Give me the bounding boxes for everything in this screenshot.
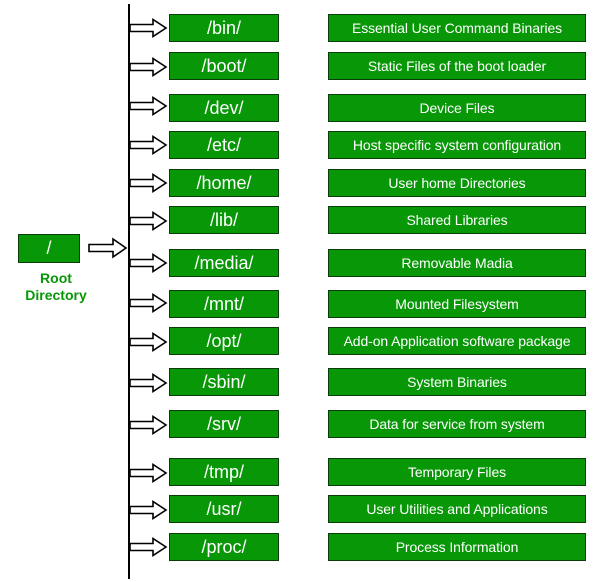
root-directory-path: / — [46, 238, 52, 258]
directory-description-lib: Shared Libraries — [406, 212, 508, 228]
arrow-icon-home — [130, 173, 168, 193]
root-directory-label: Root Directory — [14, 270, 98, 304]
directory-description-boot: Static Files of the boot loader — [367, 58, 547, 74]
directory-path-media: /media/ — [194, 252, 254, 273]
directory-description-media: Removable Madia — [401, 255, 513, 271]
directory-box-media: /media/ — [169, 249, 279, 277]
root-label-line1: Root — [40, 270, 72, 286]
directory-box-sbin: /sbin/ — [169, 368, 279, 396]
directory-path-proc: /proc/ — [201, 536, 247, 557]
description-box-etc: Host specific system configuration — [328, 131, 586, 159]
arrow-icon-proc — [130, 537, 168, 557]
description-box-mnt: Mounted Filesystem — [328, 290, 586, 318]
description-box-opt: Add-on Application software package — [328, 327, 586, 355]
directory-box-bin: /bin/ — [169, 14, 279, 42]
directory-path-home: /home/ — [196, 172, 252, 193]
directory-path-boot: /boot/ — [201, 55, 247, 76]
root-label-line2: Directory — [25, 287, 87, 303]
directory-description-sbin: System Binaries — [407, 374, 507, 390]
description-box-sbin: System Binaries — [328, 368, 586, 396]
directory-path-dev: /dev/ — [204, 97, 244, 118]
description-box-bin: Essential User Command Binaries — [328, 14, 586, 42]
description-box-srv: Data for service from system — [328, 410, 586, 438]
directory-path-usr: /usr/ — [206, 498, 242, 519]
hierarchy-trunk-line — [128, 4, 130, 579]
directory-box-etc: /etc/ — [169, 131, 279, 159]
root-directory-box: / — [18, 234, 80, 263]
directory-path-bin: /bin/ — [206, 17, 242, 38]
root-connector-arrow-icon — [88, 237, 128, 259]
directory-path-lib: /lib/ — [209, 209, 238, 230]
directory-description-usr: User Utilities and Applications — [366, 501, 548, 517]
description-box-media: Removable Madia — [328, 249, 586, 277]
directory-box-opt: /opt/ — [169, 327, 279, 355]
directory-description-bin: Essential User Command Binaries — [351, 20, 563, 36]
description-box-boot: Static Files of the boot loader — [328, 52, 586, 80]
directory-box-srv: /srv/ — [169, 410, 279, 438]
directory-box-proc: /proc/ — [169, 533, 279, 561]
arrow-icon-tmp — [130, 463, 168, 483]
directory-description-mnt: Mounted Filesystem — [395, 296, 519, 312]
arrow-icon-bin — [130, 18, 168, 38]
arrow-icon-dev — [130, 96, 168, 116]
directory-path-srv: /srv/ — [207, 413, 241, 434]
directory-description-tmp: Temporary Files — [407, 464, 507, 480]
directory-path-sbin: /sbin/ — [202, 371, 246, 392]
arrow-icon-lib — [130, 211, 168, 231]
directory-box-mnt: /mnt/ — [169, 290, 279, 318]
arrow-icon-boot — [130, 57, 168, 77]
directory-box-dev: /dev/ — [169, 94, 279, 122]
directory-box-tmp: /tmp/ — [169, 458, 279, 486]
description-box-dev: Device Files — [328, 94, 586, 122]
arrow-icon-usr — [130, 500, 168, 520]
directory-path-opt: /opt/ — [206, 330, 242, 351]
directory-description-dev: Device Files — [419, 100, 495, 116]
arrow-icon-etc — [130, 135, 168, 155]
directory-box-lib: /lib/ — [169, 206, 279, 234]
arrow-icon-sbin — [130, 373, 168, 393]
directory-box-home: /home/ — [169, 169, 279, 197]
description-box-tmp: Temporary Files — [328, 458, 586, 486]
arrow-icon-srv — [130, 415, 168, 435]
directory-description-proc: Process Information — [395, 539, 519, 555]
directory-description-home: User home Directories — [388, 175, 526, 191]
directory-box-usr: /usr/ — [169, 495, 279, 523]
arrow-icon-media — [130, 253, 168, 273]
directory-description-opt: Add-on Application software package — [343, 333, 571, 349]
arrow-icon-opt — [130, 332, 168, 352]
description-box-home: User home Directories — [328, 169, 586, 197]
directory-description-srv: Data for service from system — [369, 416, 545, 432]
directory-description-etc: Host specific system configuration — [352, 137, 562, 153]
description-box-lib: Shared Libraries — [328, 206, 586, 234]
directory-path-etc: /etc/ — [206, 134, 241, 155]
directory-path-tmp: /tmp/ — [203, 461, 244, 482]
description-box-proc: Process Information — [328, 533, 586, 561]
arrow-icon-mnt — [130, 293, 168, 313]
description-box-usr: User Utilities and Applications — [328, 495, 586, 523]
directory-path-mnt: /mnt/ — [203, 293, 244, 314]
directory-box-boot: /boot/ — [169, 52, 279, 80]
